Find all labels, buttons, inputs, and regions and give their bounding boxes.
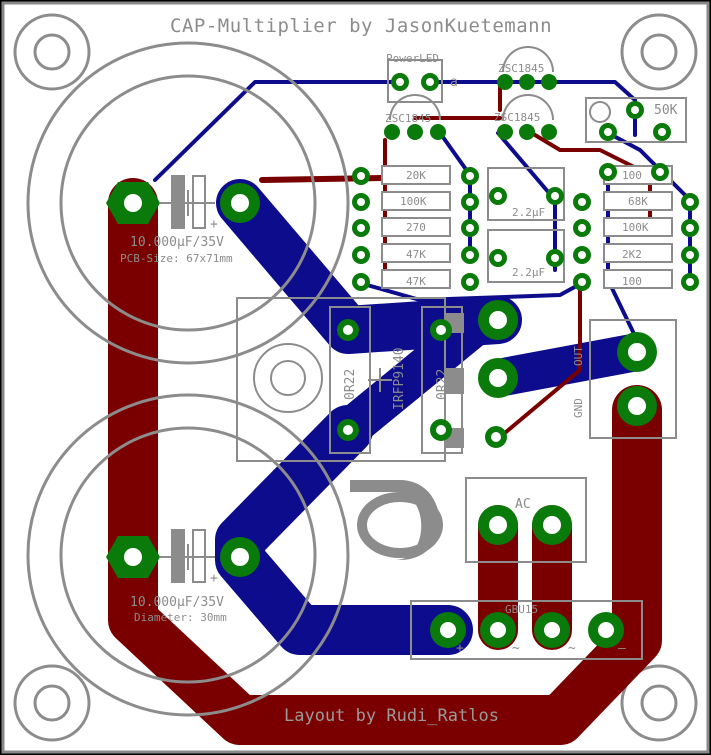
trimmer-label: 50K	[654, 103, 678, 118]
power-led-pin: a	[450, 75, 458, 90]
capacitor-top-symbol	[160, 175, 215, 229]
output-connector	[589, 319, 677, 439]
transistor-2-label: ZSC1845	[385, 112, 431, 125]
resistor-right-1: 100	[622, 169, 642, 182]
source-resistor-1: 0R22	[343, 369, 358, 400]
bridge-minus: —	[618, 641, 626, 656]
output-label: OUT	[572, 346, 585, 366]
mosfet-label: IRFP9140	[392, 347, 407, 410]
pads-small	[337, 73, 699, 448]
capacitor-bottom-outline	[26, 393, 350, 717]
small-cap-2: 2.2µF	[512, 266, 545, 279]
logo-letter: R	[392, 512, 416, 545]
trimmer-outline	[585, 97, 687, 143]
pad-holes	[124, 194, 646, 638]
transistor-1-label: ZSC1845	[498, 62, 544, 75]
capacitor-top-outline	[26, 41, 350, 365]
cap-bottom-value: 10.000µF/35V	[130, 595, 224, 610]
transistor-outlines	[387, 46, 554, 121]
mounting-holes	[13, 13, 698, 742]
logo	[350, 480, 443, 560]
ac-connector	[465, 477, 587, 563]
cap-top-note: PCB-Size: 67x71mm	[120, 252, 233, 265]
transistor-3-label: ZSC1845	[494, 111, 540, 124]
resistor-left-2: 100K	[400, 195, 427, 208]
capacitor-bottom-symbol	[160, 529, 215, 583]
bridge-ac-1: ~	[512, 641, 520, 656]
resistor-left-3: 270	[406, 221, 426, 234]
resistor-left-5: 47K	[406, 275, 426, 288]
cap-top-plus: +	[210, 217, 218, 232]
bridge-label: GBU15	[505, 603, 538, 616]
ground-label: GND	[572, 398, 585, 418]
cap-bottom-note: Diameter: 30mm	[134, 611, 227, 624]
resistor-left-4: 47K	[406, 248, 426, 261]
bridge-ac-2: ~	[568, 641, 576, 656]
footer-credit: Layout by Rudi_Ratlos	[284, 706, 499, 726]
small-cap-bodies	[487, 167, 565, 283]
small-cap-1: 2.2µF	[512, 206, 545, 219]
cap-bottom-plus: +	[210, 571, 218, 586]
resistor-right-5: 100	[622, 275, 642, 288]
ac-label: AC	[515, 497, 531, 512]
cap-top-value: 10.000µF/35V	[130, 235, 224, 250]
bridge-rectifier-outline	[410, 600, 643, 660]
resistor-right-3: 100K	[622, 221, 649, 234]
power-led-label: PowerLED	[386, 52, 439, 65]
resistor-left-1: 20K	[406, 169, 426, 182]
board-title: CAP-Multiplier by JasonKuetemann	[170, 15, 552, 37]
bridge-plus: +	[456, 641, 464, 656]
resistor-right-2: 68K	[628, 195, 648, 208]
resistor-right-4: 2K2	[622, 248, 642, 261]
small-pad-holes	[343, 78, 694, 442]
source-resistor-2: 0R22	[435, 369, 450, 400]
